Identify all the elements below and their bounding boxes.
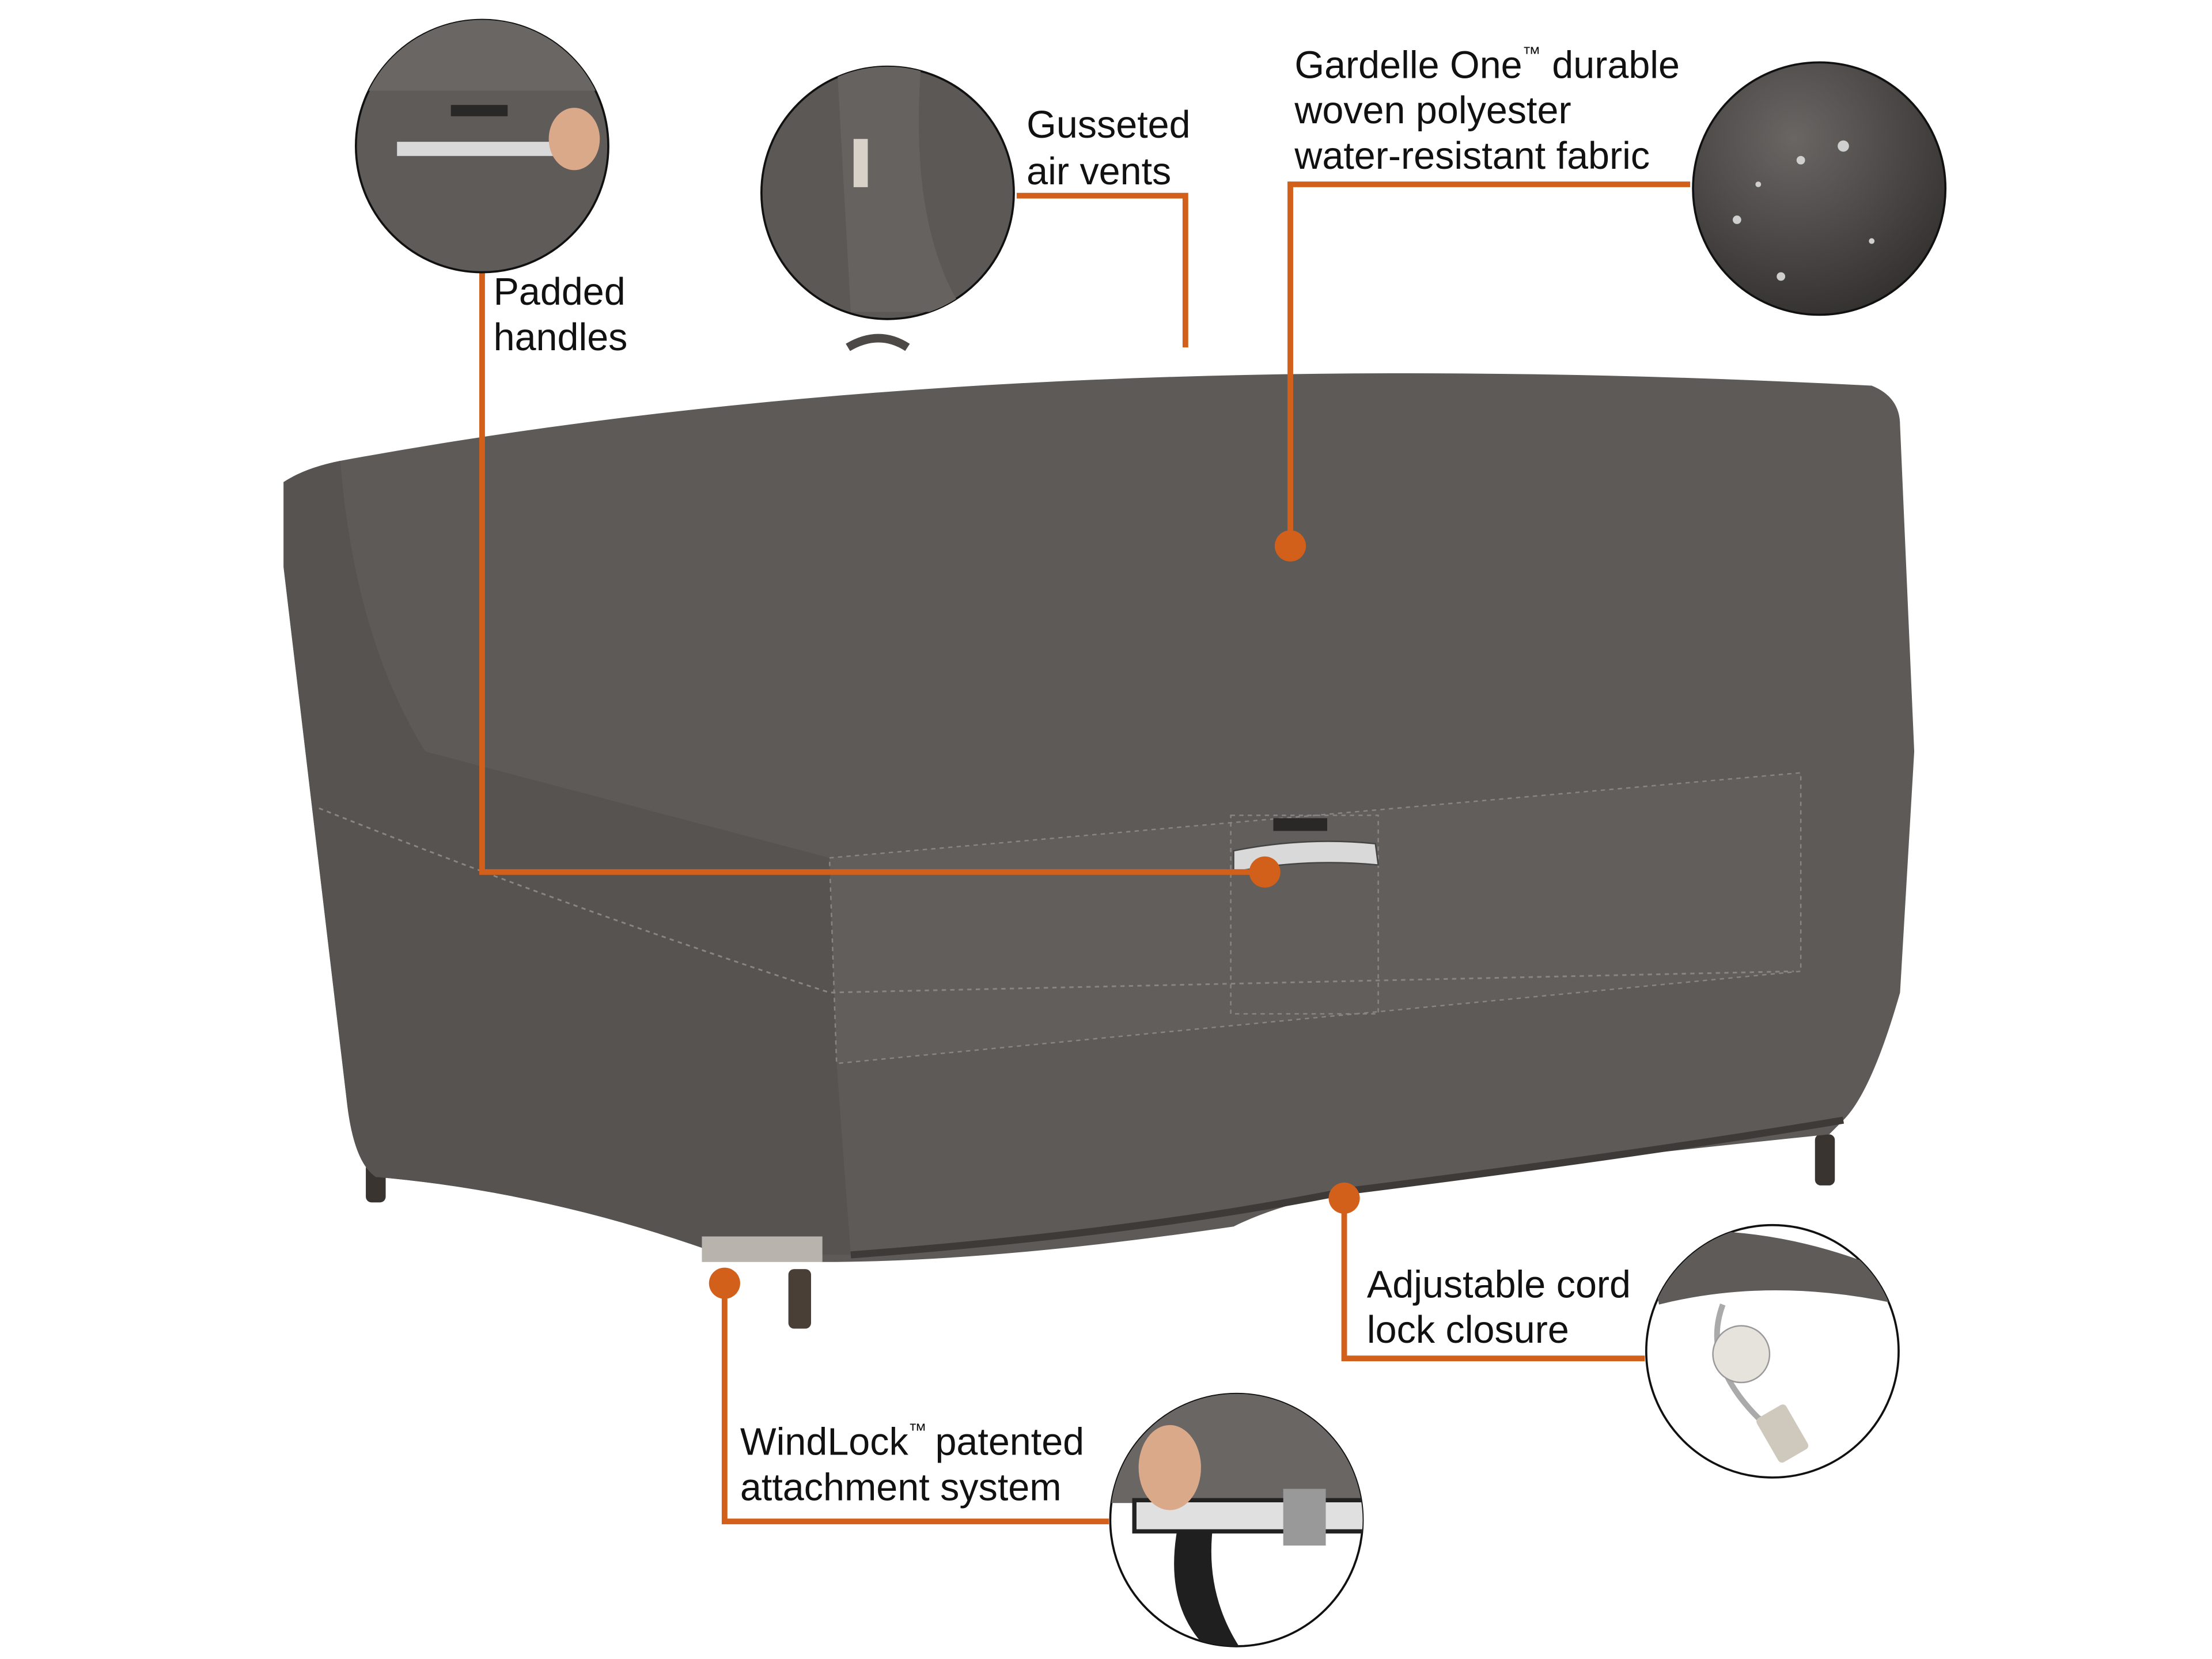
label-fabric-trademark: ™ (1522, 43, 1541, 63)
windlock-strap (702, 1236, 823, 1262)
label-windlock-line1-rest: patented (935, 1421, 1084, 1464)
label-air-vents-line1: Gusseted (1027, 104, 1190, 146)
label-windlock-brand: WindLock (740, 1421, 909, 1464)
label-fabric-line1-rest: durable (1552, 44, 1680, 86)
label-padded-handles-line2: handles (494, 316, 628, 359)
detail-fabric-image (1692, 61, 1947, 316)
label-padded-handles-line1: Padded (494, 271, 626, 313)
label-fabric-line3: water-resistant fabric (1294, 135, 1650, 177)
leader-lines (479, 181, 1691, 1525)
hotspot-fabric[interactable] (1274, 530, 1306, 562)
label-fabric-line2: woven polyester (1294, 89, 1571, 132)
label-fabric-line1: Gardelle One™ durable (1294, 43, 1680, 86)
detail-air-vents-image (760, 65, 1015, 320)
label-air-vents-line2: air vents (1027, 150, 1171, 193)
detail-cord-lock-image (1645, 1224, 1900, 1479)
hotspot-windlock[interactable] (709, 1267, 740, 1299)
label-cord-lock-line1: Adjustable cord (1367, 1263, 1631, 1306)
label-fabric-brand: Gardelle One (1294, 44, 1522, 86)
hotspot-padded-handles[interactable] (1249, 856, 1281, 888)
detail-windlock-image (1109, 1392, 1364, 1647)
top-handle (846, 334, 910, 351)
leg-right (1815, 1134, 1835, 1185)
leg-front (788, 1269, 811, 1329)
sectional-cover (283, 334, 1915, 1329)
brand-tag (1273, 818, 1327, 831)
label-windlock-line1: WindLock™ patented (740, 1420, 1084, 1464)
detail-padded-handles-image (355, 18, 609, 274)
label-windlock-line2: attachment system (740, 1466, 1062, 1509)
hotspot-cord-lock[interactable] (1328, 1182, 1360, 1214)
front-handle-panel (1230, 815, 1379, 1015)
label-cord-lock-line2: lock closure (1367, 1309, 1569, 1351)
label-windlock-trademark: ™ (908, 1420, 927, 1441)
